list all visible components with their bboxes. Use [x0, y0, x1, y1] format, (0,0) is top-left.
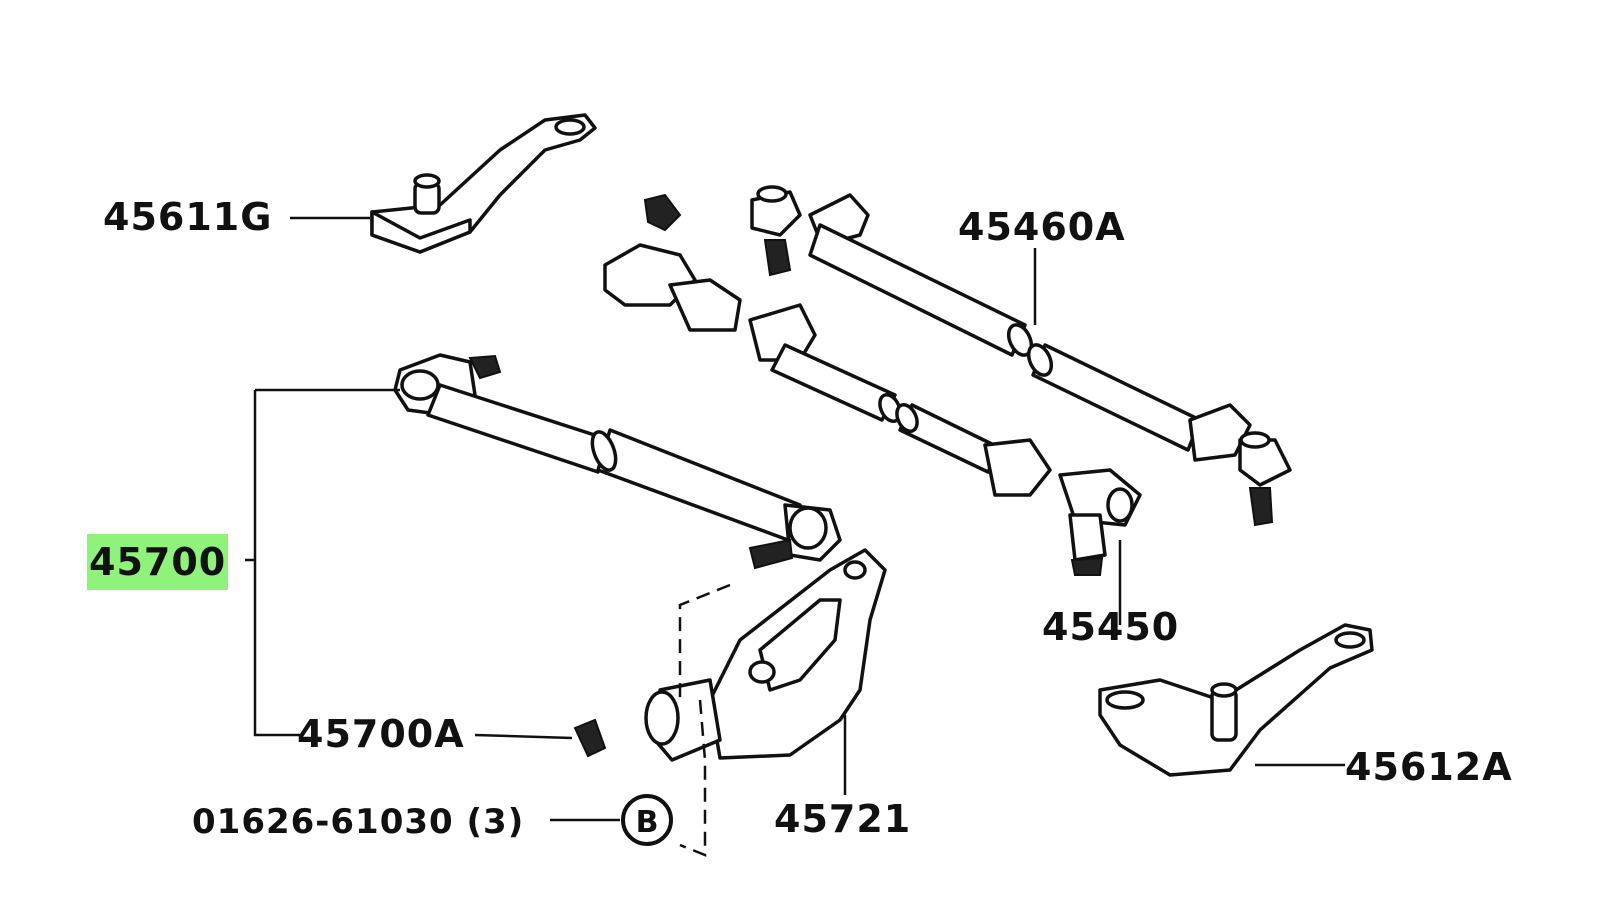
part-45700-relay-rod[interactable] — [393, 353, 842, 570]
label-45460A[interactable]: 45460A — [958, 205, 1126, 249]
bolt-marker-letter: B — [636, 805, 659, 840]
label-bolt-01626-61030[interactable]: 01626-61030 (3) — [192, 802, 525, 842]
label-45700[interactable]: 45700 — [87, 534, 229, 590]
part-45611G-knuckle-arm[interactable] — [370, 113, 597, 254]
part-45700A-bushing[interactable] — [573, 718, 607, 758]
label-45450[interactable]: 45450 — [1042, 605, 1180, 649]
part-45721-idler-bracket[interactable] — [644, 548, 887, 762]
part-45612A-knuckle-arm[interactable] — [1098, 623, 1374, 777]
leader-45700A — [474, 733, 573, 740]
bolt-marker: B — [621, 794, 673, 846]
part-45460A-tie-rod[interactable] — [750, 185, 1292, 527]
label-45612A[interactable]: 45612A — [1345, 745, 1513, 789]
bolt-dashed-line-upper — [678, 583, 731, 700]
leader-45700-bracket — [245, 388, 400, 737]
label-45611G[interactable]: 45611G — [103, 195, 273, 239]
bolt-dashed-line-lower — [679, 699, 707, 857]
label-45700A[interactable]: 45700A — [297, 712, 465, 756]
part-45450-tie-rod[interactable] — [603, 193, 1142, 576]
label-45700-highlight: 45700 — [87, 534, 229, 590]
label-45721[interactable]: 45721 — [774, 797, 912, 841]
